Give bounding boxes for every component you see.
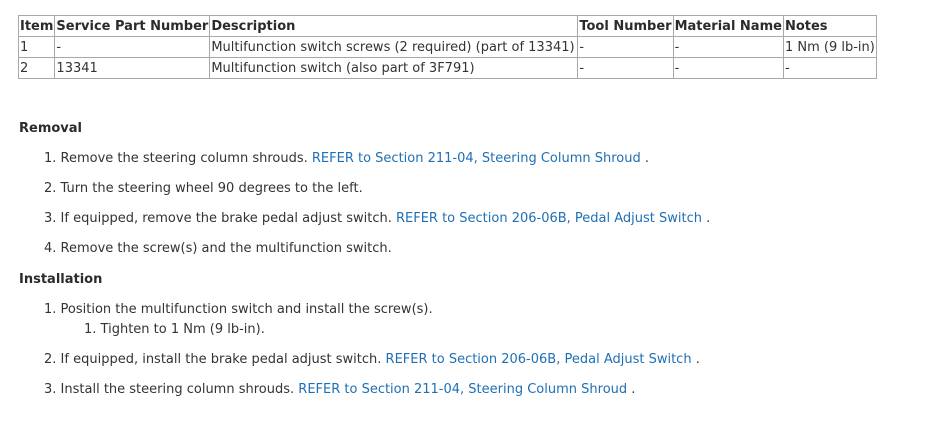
cell-notes: 1 Nm (9 lb-in) — [782, 36, 878, 58]
header-material-name: Material Name — [672, 15, 784, 37]
step-suffix: . — [640, 151, 650, 166]
cell-service-part-number: - — [54, 36, 211, 58]
installation-step-1: 1. Position the multifunction switch and… — [44, 302, 433, 317]
step-number: 2. — [44, 181, 57, 196]
cell-service-part-number: 13341 — [54, 57, 211, 79]
installation-step-3: 3. Install the steering column shrouds. … — [44, 382, 635, 397]
installation-substep-1: 1. Tighten to 1 Nm (9 lb-in). — [84, 322, 265, 337]
step-suffix: . — [702, 211, 711, 226]
cell-description: Multifunction switch (also part of 3F791… — [209, 57, 579, 79]
header-service-part-number: Service Part Number — [54, 15, 211, 37]
step-text: If equipped, remove the brake pedal adju… — [60, 211, 396, 226]
step-text: Remove the screw(s) and the multifunctio… — [60, 241, 392, 256]
refer-link-steering-column-shroud[interactable]: REFER to Section 211-04, Steering Column… — [298, 382, 628, 397]
refer-link-steering-column-shroud[interactable]: REFER to Section 211-04, Steering Column… — [311, 151, 641, 166]
cell-notes: - — [782, 57, 878, 79]
step-number: 1. — [44, 302, 57, 317]
step-text: Tighten to 1 Nm (9 lb-in). — [100, 322, 265, 337]
cell-material-name: - — [672, 36, 784, 58]
step-number: 3. — [44, 211, 57, 226]
step-number: 3. — [44, 382, 57, 397]
cell-item: 1 — [17, 36, 56, 58]
step-text: If equipped, install the brake pedal adj… — [60, 352, 386, 367]
cell-tool-number: - — [577, 57, 674, 79]
cell-item: 2 — [17, 57, 56, 79]
removal-step-2: 2. Turn the steering wheel 90 degrees to… — [44, 181, 363, 196]
installation-heading: Installation — [19, 272, 103, 287]
installation-step-2: 2. If equipped, install the brake pedal … — [44, 352, 700, 367]
step-number: 2. — [44, 352, 57, 367]
table-header-row: Item Service Part Number Description Too… — [17, 15, 878, 37]
step-text: Remove the steering column shrouds. — [60, 151, 312, 166]
cell-material-name: - — [672, 57, 784, 79]
refer-link-pedal-adjust-switch[interactable]: REFER to Section 206-06B, Pedal Adjust S… — [385, 352, 692, 367]
step-suffix: . — [691, 352, 700, 367]
step-text: Turn the steering wheel 90 degrees to th… — [60, 181, 363, 196]
step-text: Install the steering column shrouds. — [60, 382, 299, 397]
table-row: 2 13341 Multifunction switch (also part … — [17, 57, 878, 79]
header-item: Item — [17, 15, 56, 37]
header-description: Description — [209, 15, 579, 37]
table-row: 1 - Multifunction switch screws (2 requi… — [17, 36, 878, 58]
step-number: 1. — [44, 151, 57, 166]
removal-heading: Removal — [19, 121, 83, 136]
header-notes: Notes — [782, 15, 878, 37]
step-suffix: . — [627, 382, 636, 397]
refer-link-pedal-adjust-switch[interactable]: REFER to Section 206-06B, Pedal Adjust S… — [395, 211, 703, 226]
step-number: 4. — [44, 241, 57, 256]
step-text: Position the multifunction switch and in… — [60, 302, 433, 317]
parts-table: Item Service Part Number Description Too… — [17, 15, 878, 79]
cell-description: Multifunction switch screws (2 required)… — [209, 36, 579, 58]
removal-step-4: 4. Remove the screw(s) and the multifunc… — [44, 241, 392, 256]
removal-step-1: 1. Remove the steering column shrouds. R… — [44, 151, 649, 166]
removal-step-3: 3. If equipped, remove the brake pedal a… — [44, 211, 710, 226]
step-number: 1. — [84, 322, 97, 337]
cell-tool-number: - — [577, 36, 674, 58]
header-tool-number: Tool Number — [577, 15, 674, 37]
